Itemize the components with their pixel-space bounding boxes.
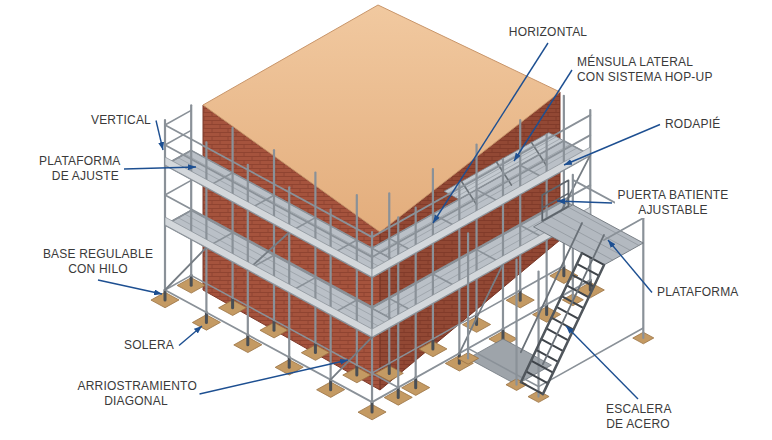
toe-board <box>372 147 590 277</box>
base-jack <box>231 298 234 308</box>
stair-step <box>521 382 543 394</box>
base-jack <box>355 365 358 375</box>
part-label: RODAPIÉ <box>663 117 724 132</box>
standard-tube <box>388 193 390 363</box>
stair-step <box>526 371 548 383</box>
ledger-tube <box>372 185 590 307</box>
end-rail <box>165 110 191 125</box>
part-label: MÉNSULA LATERAL CON SISTEMA HOP-UP <box>575 55 715 85</box>
standard-tube <box>273 150 275 320</box>
part-label: PUERTA BATIENTE AJUSTABLE <box>615 188 731 218</box>
diagonal-brace <box>331 337 372 380</box>
diagonal-brace <box>248 232 289 270</box>
standard-tube <box>314 173 316 343</box>
base-jack <box>273 320 276 330</box>
platform-grate <box>542 222 612 260</box>
stair-stringer <box>521 253 582 382</box>
leader-arrow <box>124 167 196 169</box>
part-label: SOLERA <box>121 338 176 353</box>
leader-arrow <box>608 240 652 293</box>
standard-tube <box>356 195 358 365</box>
deck <box>165 210 398 337</box>
ledger-tube <box>165 195 372 307</box>
standard-tube <box>432 169 434 339</box>
ledger-tube <box>191 150 398 262</box>
standard-tube <box>519 120 521 290</box>
diagonal-brace <box>165 247 206 290</box>
standard-tube <box>642 213 644 338</box>
leader-arrow <box>98 280 162 294</box>
leader-arrow <box>179 326 202 346</box>
part-label: VERTICAL <box>87 113 153 128</box>
stair-handrail <box>543 235 604 364</box>
leader-arrow <box>200 360 349 394</box>
guard-rail <box>604 218 643 240</box>
leader-arrow <box>566 326 638 399</box>
toe-board <box>165 217 372 337</box>
standard-tube <box>475 145 477 315</box>
standard-tube <box>231 128 233 298</box>
scaffold <box>151 96 604 420</box>
ledger-tube <box>372 280 590 402</box>
ledger-tube <box>372 141 564 248</box>
part-label: PLATAFORMA DE AJUSTE <box>37 154 121 184</box>
part-label: ARRIOSTRAMIENTO DIAGONAL <box>76 379 197 409</box>
deck-plank <box>178 158 385 270</box>
leader-arrow <box>433 43 548 223</box>
stair-step <box>531 361 553 373</box>
deck-plank <box>455 139 560 198</box>
base-jack <box>314 343 317 353</box>
part-label: HORIZONTAL <box>506 25 590 40</box>
standard-tube <box>515 260 517 385</box>
standard-tube <box>467 233 469 358</box>
part-label: PLATAFORMA <box>655 285 742 300</box>
leader-arrow <box>557 201 612 203</box>
toe-board <box>165 157 372 277</box>
leader-arrow <box>514 70 572 161</box>
end-rail <box>165 130 191 145</box>
part-label: ESCALERA DE ACERO <box>604 402 672 432</box>
part-label: BASE REGULABLE CON HILO <box>41 247 156 277</box>
leader-arrow <box>156 121 163 151</box>
ledger-tube <box>539 328 644 387</box>
base-jack <box>371 402 374 412</box>
leader-arrow <box>564 125 660 166</box>
end-rail <box>165 180 191 195</box>
